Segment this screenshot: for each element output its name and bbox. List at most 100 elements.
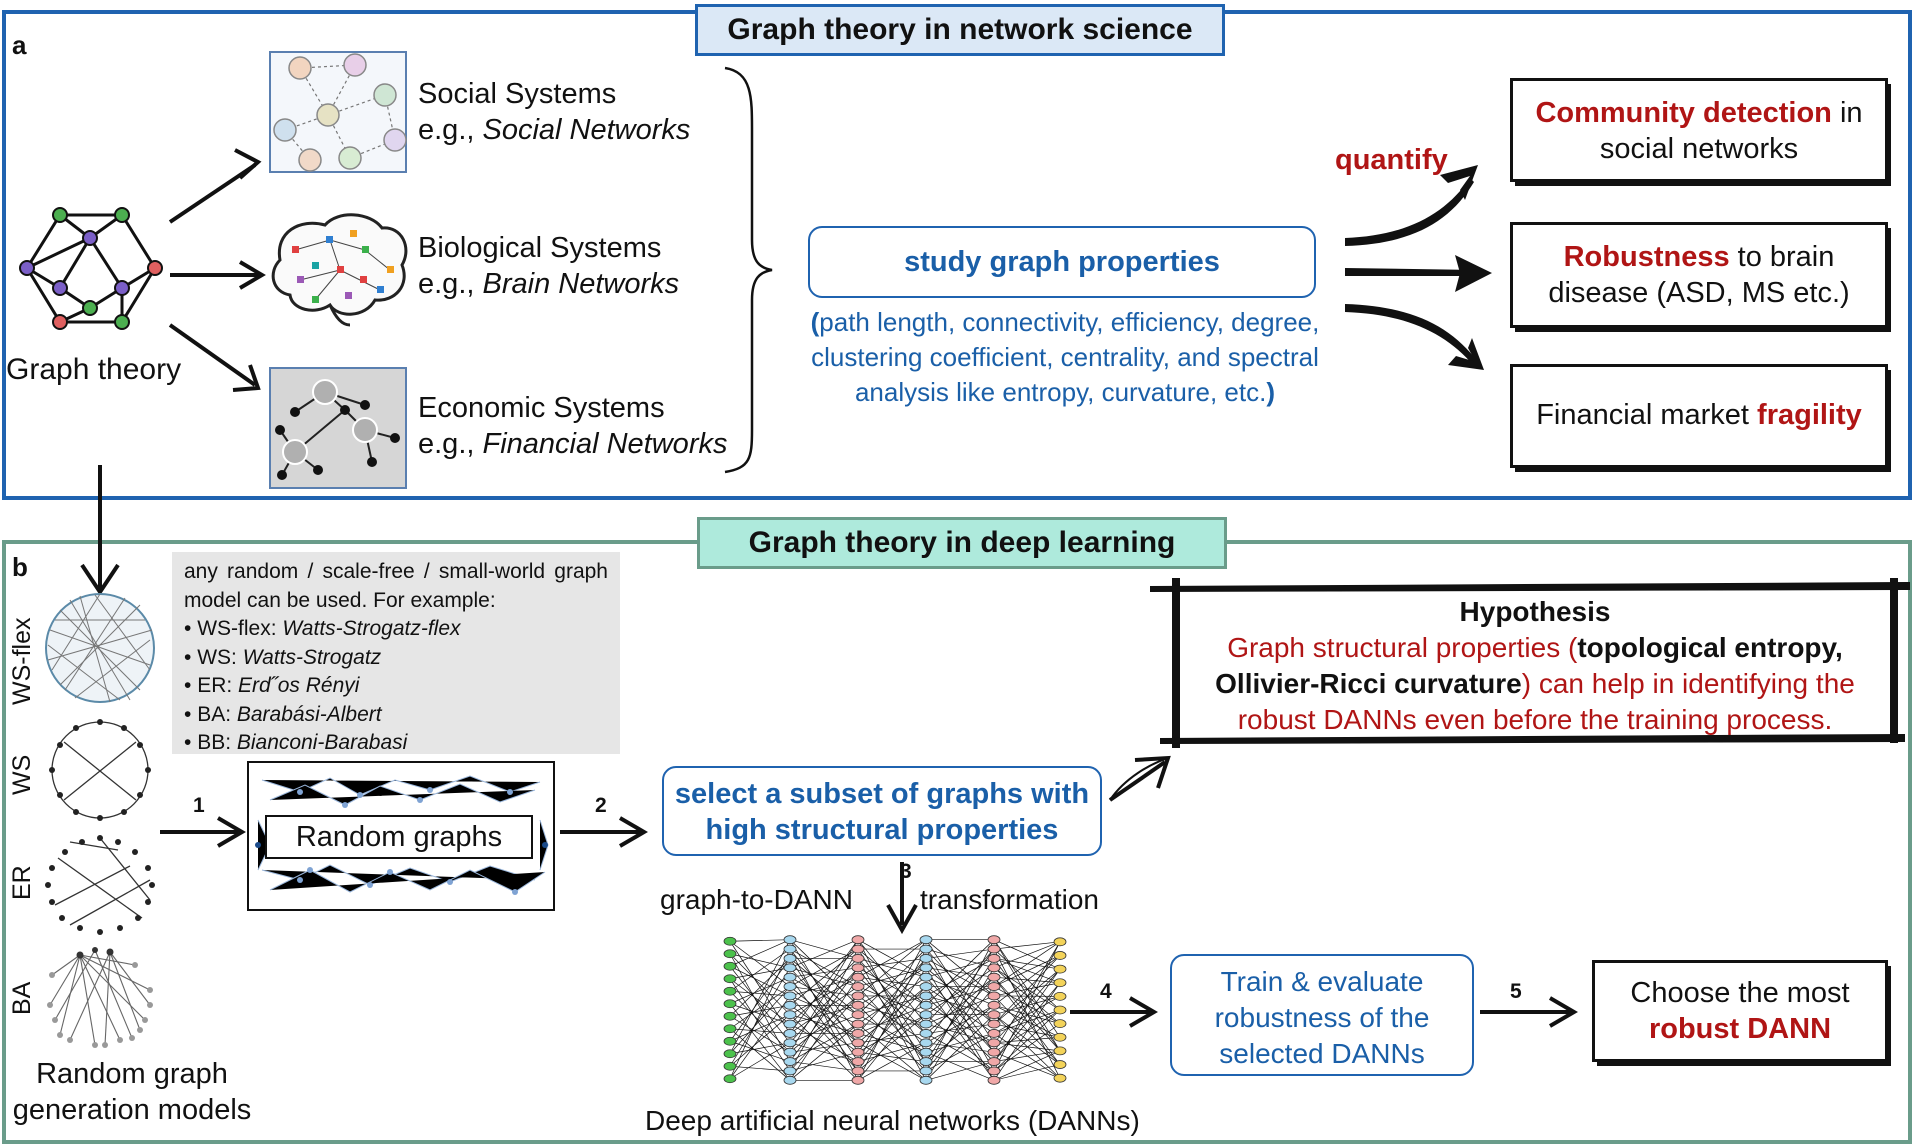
dann-edge [857,986,927,1062]
dann-edge [789,967,859,1044]
panel-b-title: Graph theory in deep learning [697,517,1227,569]
dann-edge [993,976,1061,1052]
dann-neuron [987,954,1001,963]
dann-neuron [783,1000,797,1010]
graph-to-dann-label: graph-to-DANN [660,884,853,915]
dann-neuron [1053,1019,1067,1029]
dann-edge [857,939,927,1062]
side-label-ws-flex: WS-flex [8,617,36,706]
dann-edge [857,967,927,1072]
dann-neuron [783,1029,797,1038]
dann-edge [993,941,1061,969]
dann-edge [729,939,791,1054]
dann-edge [729,1003,791,1081]
study-properties-box: study graph properties [808,226,1316,298]
dann-network [729,939,1061,1081]
ba-nodes [47,947,153,1048]
hypothesis-brush-frame [1150,578,1910,748]
dann-neuron [851,935,865,945]
panel-b-letter: b [12,552,28,582]
dann-neuron [783,1066,797,1076]
dann-edge [857,948,927,1081]
dann-edge [729,1004,791,1017]
biological-systems-example: e.g., Brain Networks [418,268,680,300]
dann-edge [729,991,791,1053]
panel-a-letter: a [12,30,27,60]
hypothesis-line-3: robust DANNs even before the training pr… [1237,704,1833,735]
dann-neuron [919,1019,933,1029]
dann-edge [993,1023,1061,1038]
dann-edge [729,986,791,1030]
dann-edge [993,941,1061,987]
dann-neuron [987,1057,1001,1066]
dann-edge [993,968,1061,1062]
dann-neuron [919,1047,933,1057]
dann-neuron [987,1047,1001,1057]
dann-edge [729,1014,791,1042]
dann-edge [729,1015,791,1053]
dann-edge [925,958,995,1062]
dann-edge [993,1014,1061,1079]
dann-neuron [919,982,933,991]
dann-neuron [987,1029,1001,1038]
hypothesis-title: Hypothesis [1459,596,1611,627]
dann-edge [789,939,859,969]
dann-neuron [783,1047,797,1057]
dann-edge [729,976,791,1005]
dann-edge [857,1014,927,1053]
dann-edge [925,1033,995,1053]
ws-graph [51,721,149,819]
dann-neuron [919,972,933,982]
dann-edge [925,986,995,1072]
choose-robust-box: Choose the most robust DANN [1592,960,1888,1062]
dann-neuron [851,954,865,963]
step-4: 4 [1100,980,1112,1003]
step-3: 3 [900,860,912,883]
dann-neuron [783,944,797,954]
dann-edge [925,1033,995,1072]
financial-network-thumbnail [269,367,407,489]
dann-edge [993,967,1061,1024]
dann-neuron [851,1010,865,1020]
dann-neuron [919,1010,933,1020]
dann-edge [729,966,791,1044]
dann-edge [789,967,859,1062]
dann-edge [857,995,927,1081]
side-label-er: ER [8,865,36,900]
dann-neuron [723,1024,737,1034]
dann-edge [729,995,791,1079]
model-item: • ER: Erd˝os Rényi [184,674,360,697]
dann-edge [789,939,859,1034]
dann-neuron [919,1066,933,1076]
model-item: • WS: Watts-Strogatz [184,645,382,669]
dann-neuron [723,974,737,984]
dann-neuron [783,1038,797,1048]
dann-edge [925,1005,995,1062]
dann-edge [993,967,1061,1011]
biological-systems-name: Biological Systems [418,232,662,264]
dann-edge [729,978,791,1072]
dann-neuron [851,1066,865,1076]
dann-edge [789,939,859,1053]
model-item: • BB: Bianconi-Barabasi [184,731,408,754]
dann-neuron [783,1010,797,1020]
dann-neuron [1053,978,1067,988]
social-systems-text: Social Systems e.g., Social Networks [418,76,690,148]
dann-edge [729,958,791,1017]
dann-neuron [783,982,797,991]
graph-models-intro: any random / scale-free / small-world gr… [184,560,608,612]
panel-b-arrows [160,755,1578,1028]
dann-neuron [851,991,865,1001]
dann-edge [729,1065,791,1072]
dann-neuron [851,944,865,954]
dann-edge [857,1042,927,1081]
dann-edge [857,958,927,1053]
dann-edge [729,1042,791,1055]
dann-neuron [1053,951,1067,960]
dann-neuron [851,1029,865,1038]
dann-edge [925,1061,995,1081]
dann-edge [857,1014,927,1072]
dann-edge [789,995,859,1072]
train-evaluate-box: Train & evaluate robustness of the selec… [1170,954,1474,1076]
dann-edge [729,967,791,1067]
